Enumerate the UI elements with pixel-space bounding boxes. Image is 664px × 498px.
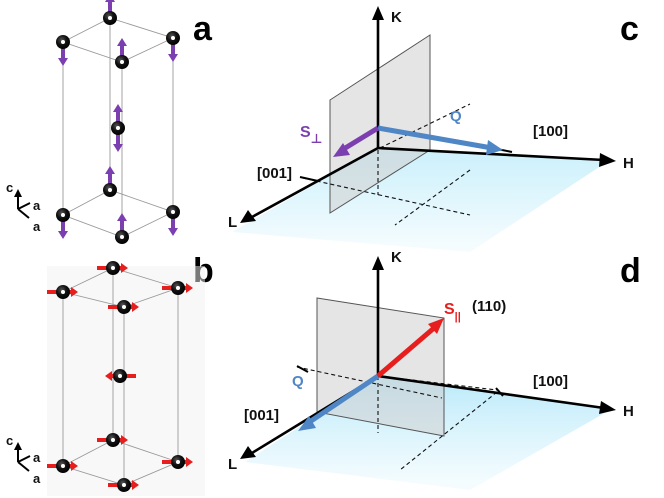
panel-a-letter: a	[193, 10, 213, 48]
panel-d-dir-100: [100]	[533, 373, 568, 390]
panel-c-dir-001: [001]	[257, 165, 292, 182]
panel-d-S-label: S||	[444, 301, 461, 323]
atom-a-7	[166, 205, 180, 219]
panel-c-S-perp-vector	[340, 125, 380, 153]
panel-b-axis-triad: c a a	[6, 433, 41, 486]
spin-a-8	[117, 213, 127, 231]
panel-b-axis-c: c	[6, 433, 13, 448]
panel-b-spins	[47, 261, 193, 492]
panel-c: c K H L [100] [001] Q S⊥	[228, 6, 639, 252]
atom-b-7	[171, 455, 185, 469]
panel-c-Q-vector	[377, 125, 493, 151]
panel-a-axis-a2: a	[33, 219, 41, 234]
panel-d-tilted-wall	[316, 297, 445, 437]
atom-a-8	[115, 230, 129, 244]
panel-d-dir-110: (110)	[472, 298, 506, 315]
panel-b-axis-a1: a	[33, 450, 41, 465]
panel-d-S-par-vector	[376, 326, 436, 378]
panel-c-S-subscript: ⊥	[311, 131, 323, 146]
atom-b-3	[117, 300, 131, 314]
panel-c-axis-H: H	[623, 155, 634, 172]
panel-c-dir-100: [100]	[533, 123, 568, 140]
panel-a-axis-c: c	[6, 180, 13, 195]
panel-d-S-letter: S	[444, 301, 455, 318]
spin-a-2	[168, 44, 178, 62]
spin-a-7	[168, 218, 178, 236]
panel-d-S-subscript: ||	[455, 311, 461, 323]
panel-d-axis-L: L	[228, 456, 237, 473]
panel-b-axis-a2: a	[33, 471, 41, 486]
atom-a-1	[56, 35, 70, 49]
spin-a-4	[113, 104, 123, 152]
panel-c-Q-label: Q	[450, 108, 462, 125]
panel-d-letter: d	[620, 252, 641, 290]
panel-d-Q-vector	[306, 373, 380, 426]
panel-a: a c a a	[6, 0, 213, 244]
panel-d: d K H L [100] [001] (110) Q S||	[228, 249, 641, 490]
atom-a-4	[111, 121, 125, 135]
panel-a-axis-a1: a	[33, 198, 41, 213]
atom-a-6	[56, 208, 70, 222]
panel-c-S-label: S⊥	[300, 124, 323, 146]
atom-b-6	[56, 459, 70, 473]
atom-a-5	[103, 183, 117, 197]
atom-a-2	[166, 31, 180, 45]
spin-a-6	[58, 221, 68, 239]
spin-a-5	[105, 166, 115, 184]
spin-a-0	[105, 0, 115, 12]
panel-c-letter: c	[620, 10, 639, 48]
atom-b-1	[56, 285, 70, 299]
atom-b-2	[171, 281, 185, 295]
panel-d-axis-H: H	[623, 403, 634, 420]
panel-c-S-letter: S	[300, 124, 311, 141]
spin-a-1	[58, 48, 68, 66]
panel-d-axis-K: K	[391, 249, 402, 266]
panel-d-dir-001: [001]	[244, 407, 279, 424]
atom-b-8	[117, 478, 131, 492]
atom-a-0	[103, 11, 117, 25]
atom-b-4	[113, 369, 127, 383]
atom-b-0	[106, 261, 120, 275]
atom-b-5	[106, 433, 120, 447]
spin-a-3	[117, 38, 127, 56]
atom-a-3	[115, 55, 129, 69]
panel-c-axis-K: K	[391, 9, 402, 26]
panel-a-spins	[56, 0, 180, 244]
panel-a-axis-triad: c a a	[6, 180, 41, 234]
panel-c-scattering-plane	[232, 148, 610, 252]
panel-d-Q-label: Q	[292, 373, 304, 390]
panel-b: b c a a	[6, 252, 214, 496]
panel-c-axis-L: L	[228, 214, 237, 231]
